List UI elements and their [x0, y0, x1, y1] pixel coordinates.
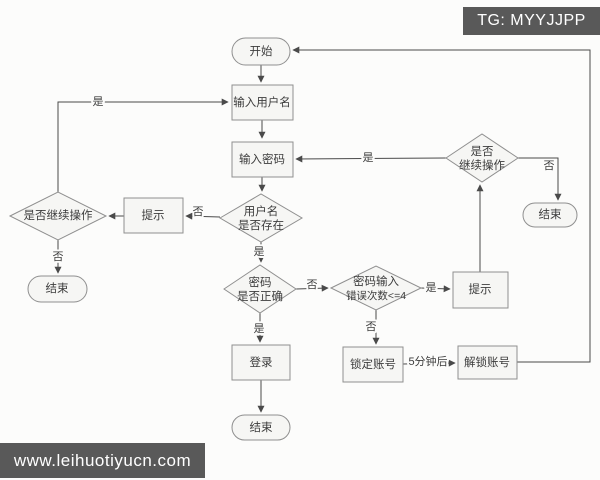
end-bottom-terminator-shape — [231, 414, 291, 441]
telegram-watermark-banner: TG: MYYJJPP — [463, 7, 600, 35]
unlock-account-label: 解锁账号 — [464, 355, 510, 369]
input-password-label: 输入密码 — [239, 152, 285, 166]
username-exists-label-line1: 用户名 — [244, 204, 279, 218]
flow-decision-username-exists: 用户名 是否存在 — [219, 193, 303, 243]
login-label: 登录 — [250, 355, 273, 369]
flow-node-end-left: 结束 — [27, 275, 88, 303]
website-watermark-text: www.leihuotiyucn.com — [13, 450, 192, 470]
edge-label-yes-continue-right: 是 — [363, 151, 374, 164]
end-right-label: 结束 — [539, 208, 562, 221]
flow-node-end-right: 结束 — [522, 202, 578, 228]
edge-label-no-password-correct: 否 — [307, 279, 318, 291]
continue-left-label: 是否继续操作 — [24, 208, 93, 222]
end-left-terminator-shape — [27, 275, 88, 303]
username-exists-label-line2: 是否存在 — [238, 218, 284, 232]
end-bottom-label: 结束 — [250, 421, 273, 434]
password-correct-label-line1: 密码 — [249, 275, 272, 289]
edge-label-no-error-count: 否 — [366, 321, 377, 333]
flow-decision-error-count: 密码输入 错误次数<=4 — [329, 265, 423, 311]
flow-decision-password-correct: 密码 是否正确 — [223, 264, 297, 314]
input-password-shape — [231, 141, 294, 178]
start-label: 开始 — [250, 44, 273, 58]
error-count-label-line2: 错误次数<=4 — [346, 289, 406, 302]
flow-node-prompt-right: 提示 — [452, 271, 509, 309]
connector-error-count-yes-to-prompt-right — [420, 285, 451, 293]
connector-password-correct-no-to-error-count — [295, 284, 329, 292]
error-count-label-line1: 密码输入 — [353, 274, 399, 288]
prompt-right-shape — [452, 271, 509, 309]
connector-unlock-account-loop-to-start — [292, 46, 591, 363]
edge-label-no-username-exists: 否 — [193, 206, 204, 218]
continue-right-label-line1: 是否 — [471, 145, 494, 158]
connector-continue-left-yes-to-input-username — [57, 98, 229, 192]
flow-node-input-password: 输入密码 — [231, 141, 294, 178]
flow-node-unlock-account: 解锁账号 — [457, 345, 518, 380]
flow-node-prompt-left: 提示 — [123, 197, 184, 234]
connectors — [54, 46, 591, 413]
website-watermark-banner: www.leihuotiyucn.com — [0, 443, 205, 478]
flow-node-input-username: 输入用户名 — [231, 84, 294, 121]
lock-account-shape — [342, 346, 404, 383]
connector-lock-account-to-unlock-account — [402, 359, 456, 367]
edge-label-yes-username-exists: 是 — [254, 245, 265, 258]
flow-node-end-bottom: 结束 — [231, 414, 291, 441]
continue-left-diamond-shape — [8, 191, 108, 241]
telegram-watermark-text: TG: MYYJJPP — [477, 12, 586, 29]
edge-label-after-five-minutes: 5分钟后 — [408, 354, 447, 368]
edge-label-yes-password-correct: 是 — [254, 322, 265, 335]
username-exists-diamond-shape — [219, 193, 303, 243]
edge-label-yes-error-count: 是 — [426, 281, 437, 294]
flow-node-lock-account: 锁定账号 — [342, 346, 404, 383]
password-correct-diamond-shape — [223, 264, 297, 314]
flow-node-login: 登录 — [231, 344, 291, 381]
connector-username-exists-no-to-prompt-left — [185, 212, 221, 220]
start-terminator-shape — [231, 37, 291, 66]
login-shape — [231, 344, 291, 381]
end-right-terminator-shape — [522, 202, 578, 228]
edge-label-no-continue-left: 否 — [53, 251, 64, 263]
edge-label-no-continue-right: 否 — [544, 160, 555, 172]
prompt-left-label: 提示 — [142, 208, 165, 222]
end-left-label: 结束 — [46, 282, 69, 295]
continue-right-label-line2: 继续操作 — [459, 158, 505, 172]
edge-labels: 是 否 否 是 否 是 是 否 5分钟后 是 否 — [51, 93, 557, 370]
flow-node-start: 开始 — [231, 37, 291, 66]
lock-account-label: 锁定账号 — [350, 357, 396, 371]
connector-continue-right-no-to-end-right — [518, 157, 562, 201]
prompt-right-label: 提示 — [469, 282, 492, 296]
connector-continue-right-yes-to-input-password — [295, 155, 447, 163]
continue-right-diamond-shape — [445, 133, 519, 183]
error-count-diamond-shape — [329, 265, 423, 311]
password-correct-label-line2: 是否正确 — [237, 290, 283, 303]
flow-decision-continue-left: 是否继续操作 — [8, 191, 108, 241]
unlock-account-shape — [457, 345, 518, 380]
edge-label-yes-loop-left: 是 — [93, 95, 104, 108]
input-username-shape — [231, 84, 294, 121]
flow-decision-continue-right: 是否 继续操作 — [445, 133, 519, 183]
prompt-left-shape — [123, 197, 184, 234]
input-username-label: 输入用户名 — [233, 95, 291, 109]
